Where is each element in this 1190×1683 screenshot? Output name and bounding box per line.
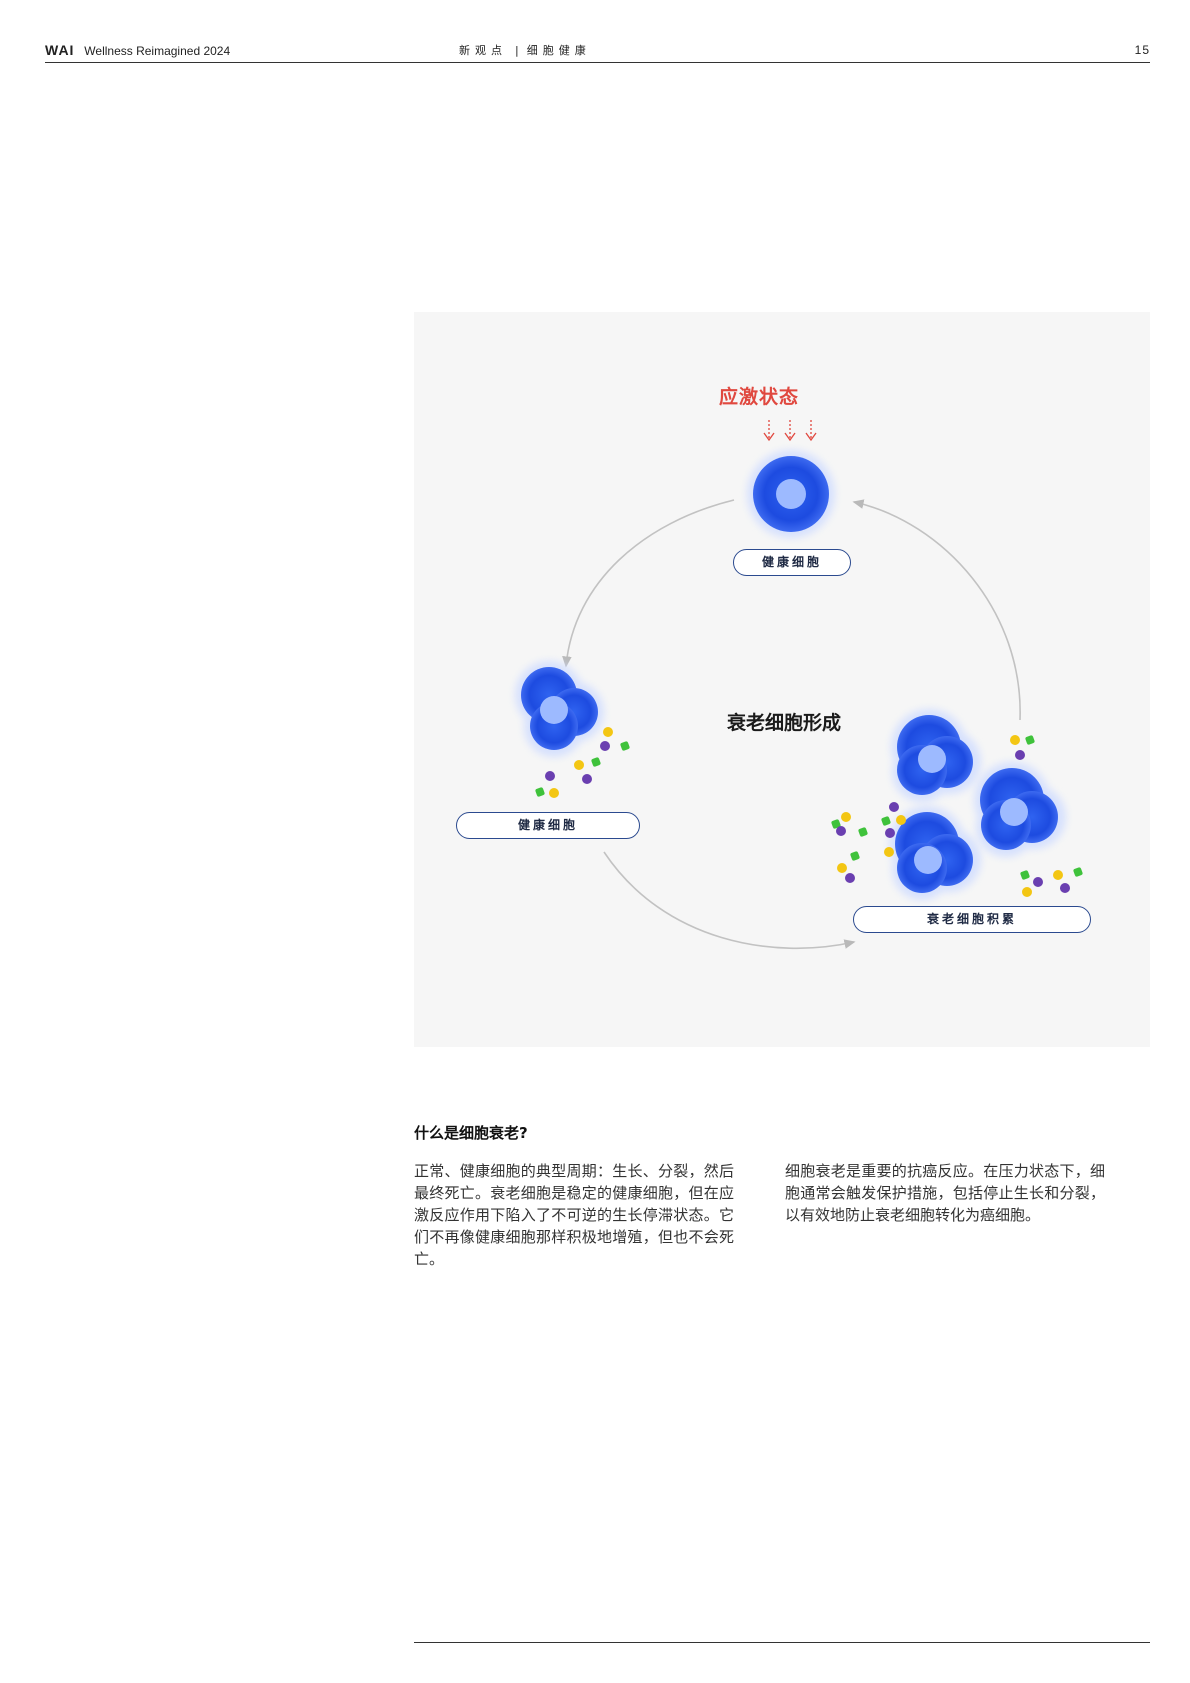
paragraph-right: 细胞衰老是重要的抗癌反应。在压力状态下，细胞通常会触发保护措施，包括停止生长和分… xyxy=(785,1162,1105,1224)
arrow-left-to-right xyxy=(603,851,856,950)
diagram-graphics xyxy=(515,420,1083,950)
senescent-cell-a xyxy=(891,709,981,802)
senescence-diagram: 应激状态 衰老细胞形成 健康细胞 健康细胞 衰老细胞积累 xyxy=(414,312,1150,1047)
senescent-cluster xyxy=(889,709,1066,900)
paragraph-left: 正常、健康细胞的典型周期：生长、分裂，然后最终死亡。衰老细胞是稳定的健康细胞，但… xyxy=(414,1162,734,1268)
breadcrumb-separator: | xyxy=(515,44,519,57)
section-left: 新观点 xyxy=(459,44,507,57)
cluster-label: 衰老细胞积累 xyxy=(853,906,1091,933)
arrow-right-to-top xyxy=(852,499,1021,721)
senescent-cell-b xyxy=(974,762,1066,857)
left-cell-label: 健康细胞 xyxy=(456,812,640,839)
section-breadcrumb: 新观点 | 细胞健康 xyxy=(459,42,591,58)
arrow-top-to-left xyxy=(562,499,735,668)
cycle-title: 衰老细胞形成 xyxy=(726,712,841,734)
particles-right xyxy=(831,735,1083,897)
brand: WAI Wellness Reimagined 2024 xyxy=(45,42,230,58)
healthy-cell-top xyxy=(747,450,835,538)
section-question: 什么是细胞衰老? xyxy=(414,1124,528,1142)
page-header: WAI Wellness Reimagined 2024 新观点 | 细胞健康 15 xyxy=(45,40,1150,63)
section-right: 细胞健康 xyxy=(526,44,591,57)
top-cell-label: 健康细胞 xyxy=(733,549,851,576)
page-number: 15 xyxy=(1134,43,1150,57)
stress-arrows xyxy=(768,420,812,439)
particles-left xyxy=(535,727,630,798)
healthy-cell-left xyxy=(515,661,604,757)
report-subtitle: Wellness Reimagined 2024 xyxy=(84,44,231,58)
stress-label: 应激状态 xyxy=(718,386,799,408)
footer-divider xyxy=(414,1642,1150,1643)
wai-logo: WAI xyxy=(45,42,75,58)
senescent-cell-c xyxy=(889,806,981,900)
